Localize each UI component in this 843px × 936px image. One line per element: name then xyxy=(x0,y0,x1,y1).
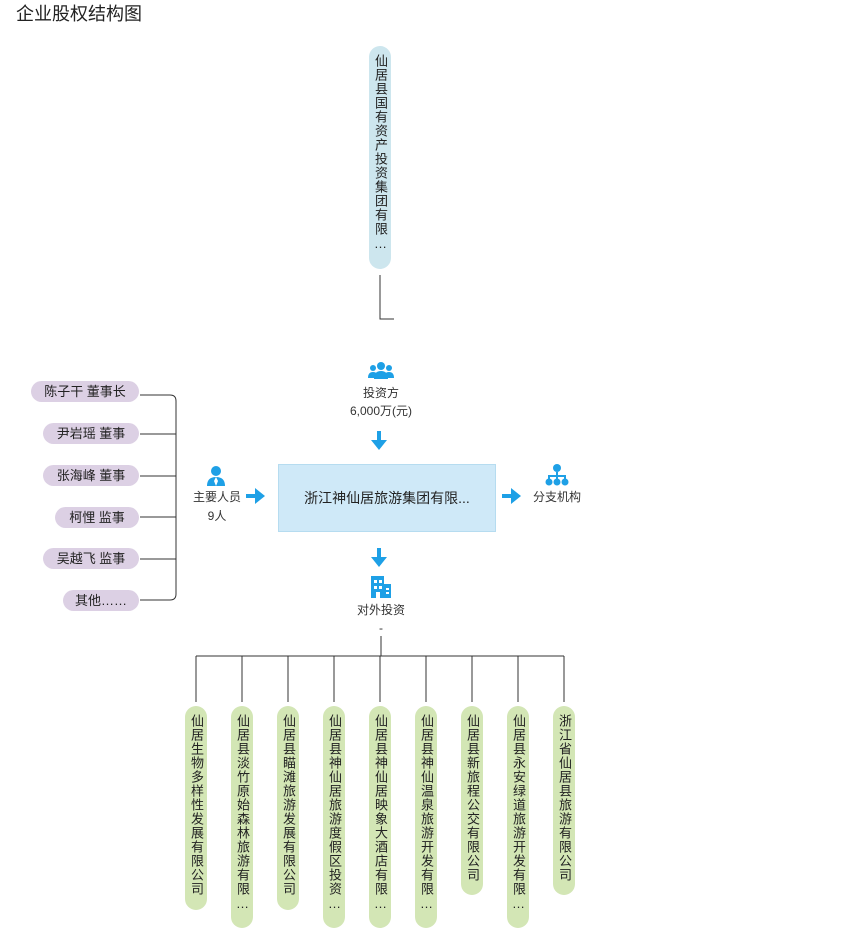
person-pill[interactable]: 尹岩瑶 董事 xyxy=(43,423,139,444)
investment-node[interactable]: 仙居县淡竹原始森林旅游有限… xyxy=(231,706,253,928)
org-chart-icon xyxy=(545,464,569,486)
investment-node[interactable]: 浙江省仙居县旅游有限公司 xyxy=(553,706,575,895)
arrow-down-icon xyxy=(371,431,387,450)
investment-node[interactable]: 仙居生物多样性发展有限公司 xyxy=(185,706,207,910)
personnel-bracket xyxy=(140,394,177,601)
person-pill[interactable]: 陈子干 董事长 xyxy=(31,381,139,402)
person-pill[interactable]: 吴越飞 监事 xyxy=(43,548,139,569)
investment-node[interactable]: 仙居县神仙居旅游度假区投资… xyxy=(323,706,345,928)
person-icon xyxy=(207,466,225,486)
investment-node[interactable]: 仙居县神仙温泉旅游开发有限… xyxy=(415,706,437,928)
building-icon xyxy=(371,576,391,598)
personnel-label: 主要人员 xyxy=(192,490,241,504)
investment-node[interactable]: 仙居县瞄滩旅游发展有限公司 xyxy=(277,706,299,910)
shareholder-node[interactable]: 仙居县国有资产投资集团有限… xyxy=(369,46,391,269)
investor-label: 投资方 xyxy=(362,386,399,400)
company-node[interactable]: 浙江神仙居旅游集团有限... xyxy=(278,464,496,532)
shareholder-connector xyxy=(379,275,394,320)
investment-node[interactable]: 仙居县新旅程公交有限公司 xyxy=(461,706,483,895)
investment-node[interactable]: 仙居县神仙居映象大酒店有限… xyxy=(369,706,391,928)
shareholder-name: 仙居县国有资产投资集团有限… xyxy=(373,54,388,252)
investor-amount: 6,000万(元) xyxy=(349,404,413,418)
person-pill[interactable]: 柯悝 监事 xyxy=(55,507,139,528)
arrow-right-icon xyxy=(246,488,265,504)
company-name: 浙江神仙居旅游集团有限... xyxy=(304,490,470,506)
person-pill[interactable]: 张海峰 董事 xyxy=(43,465,139,486)
person-pill[interactable]: 其他…… xyxy=(63,590,139,611)
investment-node[interactable]: 仙居县永安绿道旅游开发有限… xyxy=(507,706,529,928)
page-title: 企业股权结构图 xyxy=(16,4,142,24)
investor-group-icon xyxy=(368,362,394,379)
investments-label: 对外投资 xyxy=(356,603,405,617)
branches-label[interactable]: 分支机构 xyxy=(532,490,581,504)
personnel-count: 9人 xyxy=(207,509,227,523)
investments-value: - xyxy=(379,621,383,635)
arrow-down-icon xyxy=(371,548,387,567)
arrow-right-icon xyxy=(502,488,521,504)
